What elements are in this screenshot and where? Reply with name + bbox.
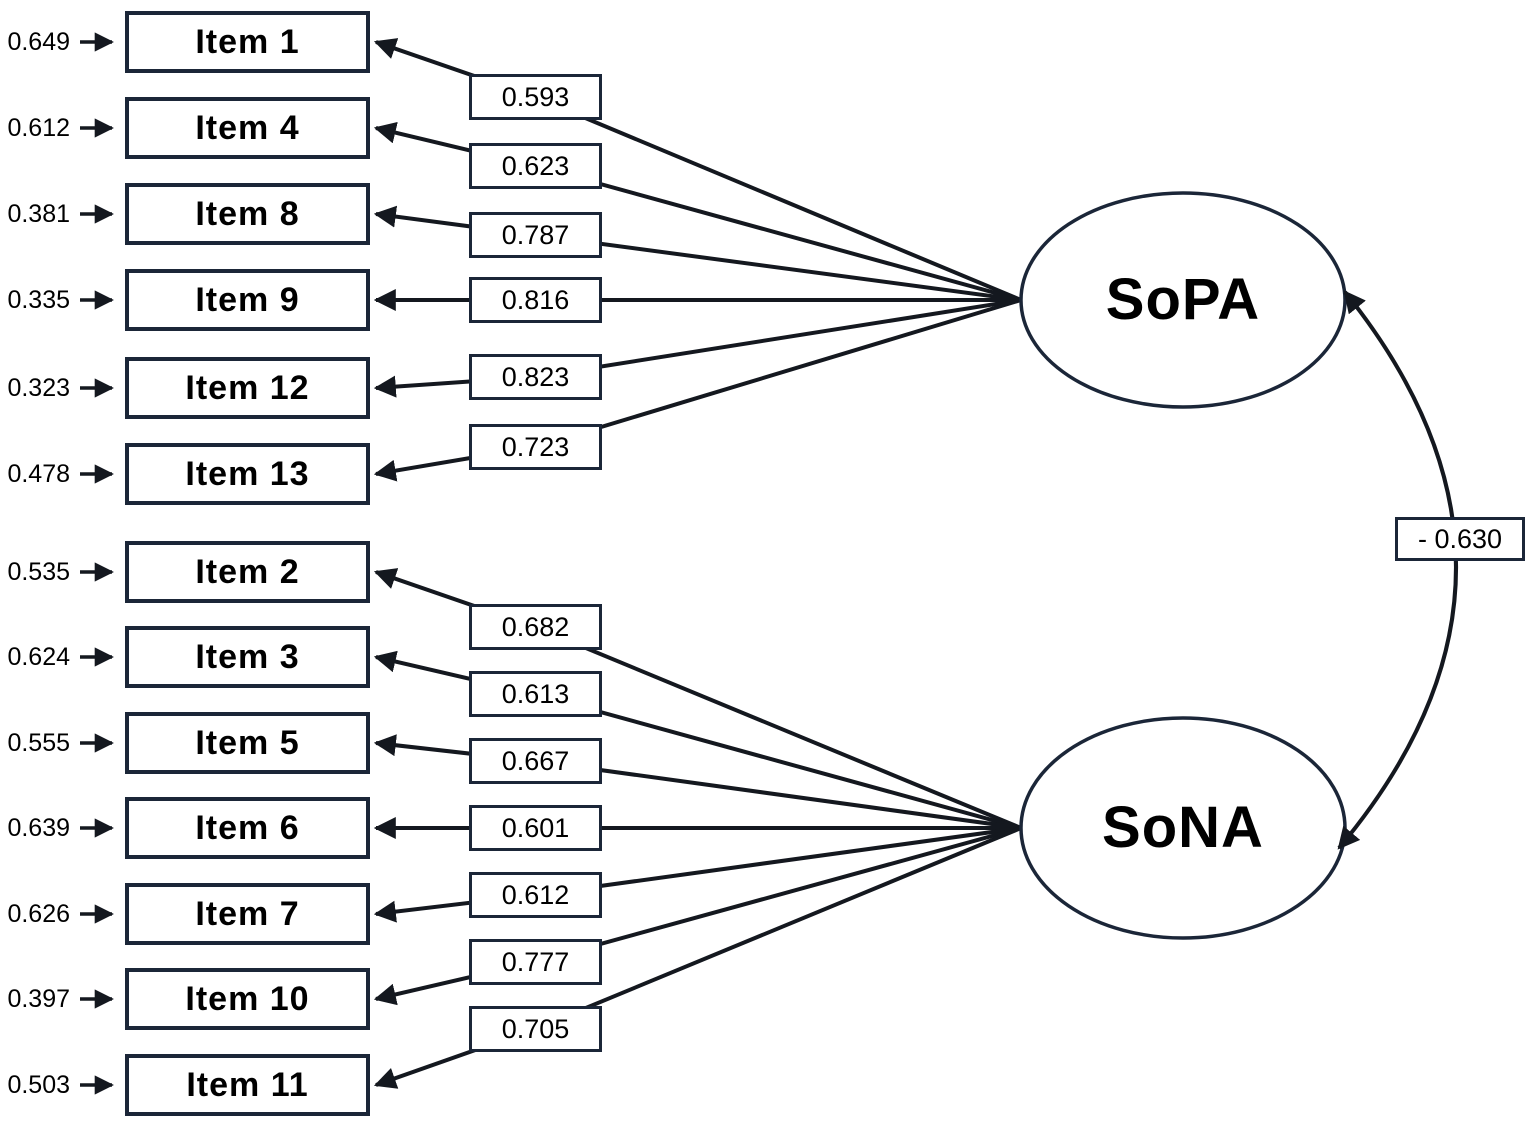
factor-path: [534, 692, 1022, 830]
item-box: Item 12: [125, 357, 370, 419]
factor-path: [534, 826, 1022, 897]
factor-path: [534, 759, 1022, 830]
loading-box: 0.823: [469, 354, 602, 400]
item-box: Item 13: [125, 443, 370, 505]
error-variance-label: 0.612: [7, 114, 70, 142]
error-variance-label: 0.335: [7, 286, 70, 314]
item-box: Item 11: [125, 1054, 370, 1116]
item-box: Item 2: [125, 541, 370, 603]
error-variance-label: 0.397: [7, 985, 70, 1013]
loading-box: 0.682: [469, 604, 602, 650]
factor-label-sopa: SoPA: [1105, 267, 1261, 332]
item-box: Item 10: [125, 968, 370, 1030]
error-arrows: [80, 32, 114, 1095]
loading-box: 0.723: [469, 424, 602, 470]
error-variance-label: 0.624: [7, 643, 70, 671]
correlation-box: - 0.630: [1395, 517, 1525, 561]
error-variance-label: 0.639: [7, 814, 70, 842]
loading-box: 0.667: [469, 738, 602, 784]
factor-path: [534, 826, 1022, 1031]
loading-paths: [373, 38, 1022, 1089]
factor-path: [534, 625, 1022, 830]
loading-box: 0.787: [469, 212, 602, 258]
factor-path: [534, 164, 1022, 302]
factor-path: [534, 826, 1022, 964]
item-box: Item 7: [125, 883, 370, 945]
error-variance-label: 0.555: [7, 729, 70, 757]
loading-box: 0.777: [469, 939, 602, 985]
error-variance-label: 0.381: [7, 200, 70, 228]
loading-box: 0.705: [469, 1006, 602, 1052]
loading-box: 0.623: [469, 143, 602, 189]
factor-path: [534, 298, 1022, 449]
item-box: Item 3: [125, 626, 370, 688]
factor-path: [534, 298, 1022, 379]
item-box: Item 4: [125, 97, 370, 159]
correlation-curve: [1337, 290, 1458, 850]
error-variance-label: 0.626: [7, 900, 70, 928]
error-variance-label: 0.649: [7, 28, 70, 56]
error-variance-label: 0.503: [7, 1071, 70, 1099]
error-variance-label: 0.478: [7, 460, 70, 488]
item-box: Item 5: [125, 712, 370, 774]
loading-box: 0.612: [469, 872, 602, 918]
loading-box: 0.816: [469, 277, 602, 323]
factor-path: [534, 95, 1022, 302]
factor-path: [534, 233, 1022, 302]
item-box: Item 6: [125, 797, 370, 859]
loading-box: 0.593: [469, 74, 602, 120]
item-box: Item 8: [125, 183, 370, 245]
loading-box: 0.601: [469, 805, 602, 851]
item-box: Item 9: [125, 269, 370, 331]
factor-label-sona: SoNA: [1102, 795, 1264, 860]
item-box: Item 1: [125, 11, 370, 73]
error-variance-label: 0.323: [7, 374, 70, 402]
loading-box: 0.613: [469, 671, 602, 717]
error-variance-label: 0.535: [7, 558, 70, 586]
